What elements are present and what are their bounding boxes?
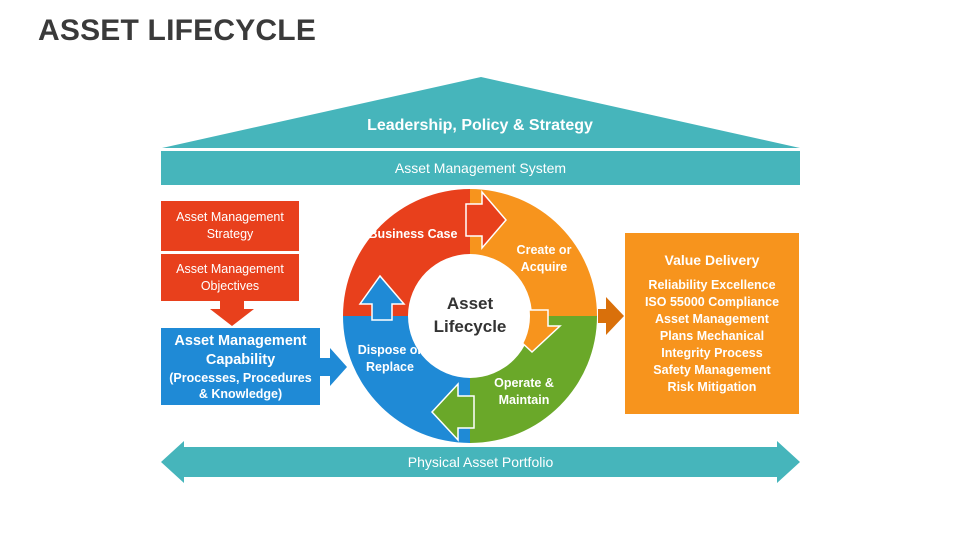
objectives-label: Asset Management Objectives: [176, 261, 284, 293]
value-delivery-item: Reliability Excellence: [648, 277, 776, 292]
value-delivery-item: Plans Mechanical: [659, 328, 765, 343]
right-arrow-capability-icon: [320, 348, 347, 386]
cycle-center-label: Asset Lifecycle: [433, 294, 507, 336]
value-delivery-item: Risk Mitigation: [667, 379, 757, 394]
capability-box: Asset Management Capability (Processes, …: [161, 328, 320, 405]
roof-label: Leadership, Policy & Strategy: [367, 117, 593, 134]
value-delivery-title: Value Delivery: [664, 251, 760, 268]
value-delivery-box: Value Delivery Reliability Excellence IS…: [625, 233, 799, 414]
objectives-box: Asset Management Objectives: [161, 254, 299, 301]
value-delivery-item: Asset Management: [655, 311, 769, 326]
segment-label-dispose-replace: Dispose or Replace: [357, 343, 423, 374]
cycle-center: [410, 256, 530, 376]
cycle-arrow-top-icon: [465, 189, 507, 251]
cycle-arrow-bottom-icon: [430, 382, 475, 442]
value-delivery-item: Integrity Process: [661, 345, 763, 360]
cycle-arrow-left-icon: [358, 274, 406, 321]
segment-label-business-case: Business Case: [368, 227, 458, 241]
segment-label-create-acquire: Create or Acquire: [516, 243, 572, 274]
capability-subtitle: (Processes, Procedures & Knowledge): [169, 370, 312, 401]
segment-label-operate-maintain: Operate & Maintain: [494, 376, 554, 407]
capability-title: Asset Management Capability: [174, 332, 307, 368]
strategy-box: Asset Management Strategy: [161, 201, 299, 251]
portfolio-double-arrow: [161, 441, 800, 483]
cycle-segment-operate-maintain: [470, 316, 597, 443]
asset-management-system-bar: Asset Management System: [161, 151, 800, 185]
roof-shape: [162, 77, 800, 148]
value-delivery-item: ISO 55000 Compliance: [644, 294, 780, 309]
portfolio-label: Physical Asset Portfolio: [407, 454, 554, 470]
asset-management-system-label: Asset Management System: [394, 160, 567, 176]
strategy-label: Asset Management Strategy: [176, 210, 284, 241]
value-delivery-item: Safety Management: [653, 362, 771, 377]
right-arrow-value-icon: [598, 297, 624, 335]
page-title: ASSET LIFECYCLE: [38, 14, 317, 47]
down-arrow-icon: [210, 300, 254, 326]
